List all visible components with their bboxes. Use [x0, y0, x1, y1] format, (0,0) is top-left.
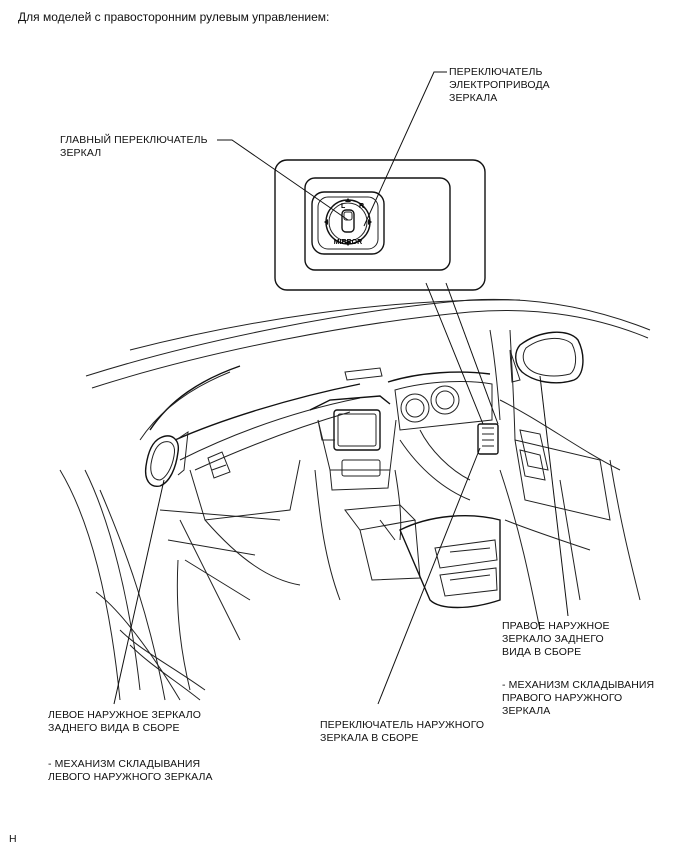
- label-left-mirror: ЛЕВОЕ НАРУЖНОЕ ЗЕРКАЛО ЗАДНЕГО ВИДА В СБ…: [48, 709, 201, 734]
- callout-box: [274, 159, 499, 425]
- left-exterior-mirror: [144, 430, 189, 487]
- page-header: Для моделей с правосторонним рулевым упр…: [18, 10, 330, 24]
- label-main-switch: ГЛАВНЫЙ ПЕРЕКЛЮЧАТЕЛЬ ЗЕРКАЛ: [60, 134, 208, 159]
- label-left-fold: - МЕХАНИЗМ СКЛАДЫВАНИЯ ЛЕВОГО НАРУЖНОГО …: [48, 758, 213, 783]
- label-right-mirror: ПРАВОЕ НАРУЖНОЕ ЗЕРКАЛО ЗАДНЕГО ВИДА В С…: [502, 620, 610, 658]
- car-body-outline: [59, 298, 651, 701]
- label-right-fold: - МЕХАНИЗМ СКЛАДЫВАНИЯ ПРАВОГО НАРУЖНОГО…: [502, 679, 655, 717]
- label-outer-switch-assy: ПЕРЕКЛЮЧАТЕЛЬ НАРУЖНОГО ЗЕРКАЛА В СБОРЕ: [320, 719, 485, 744]
- leader-lines: [113, 71, 569, 705]
- label-mirror-switch-unit: ПЕРЕКЛЮЧАТЕЛЬ ЭЛЕКТРОПРИВОДА ЗЕРКАЛА: [449, 66, 550, 104]
- switch-letter-right: R: [359, 203, 364, 210]
- footer-mark: H: [9, 833, 17, 845]
- right-exterior-mirror: [509, 331, 584, 384]
- switch-letter-left: L: [341, 203, 346, 210]
- switch-name-label: MIRROR: [334, 239, 362, 246]
